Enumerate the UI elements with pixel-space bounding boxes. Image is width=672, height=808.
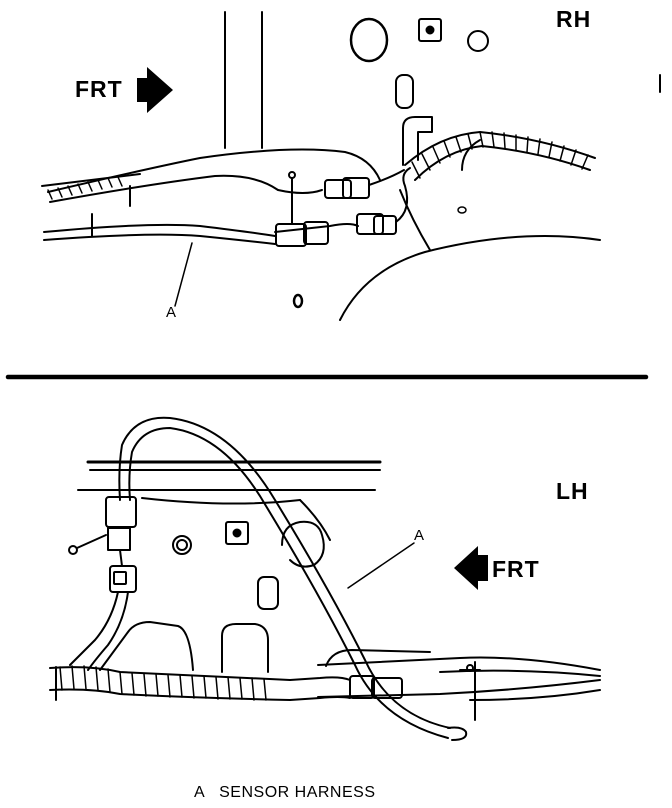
- connector: [356, 213, 384, 235]
- caption: A SENSOR HARNESS: [194, 784, 376, 801]
- connector: [275, 223, 307, 247]
- top-panel-rh: [41, 11, 661, 321]
- connector: [373, 215, 397, 235]
- slot-hole: [395, 74, 414, 109]
- square-hole: [418, 18, 442, 42]
- bottom-callout-label: A: [414, 527, 425, 544]
- top-callout-label: A: [166, 304, 177, 321]
- connector: [342, 177, 370, 199]
- bottom-direction-label: FRT: [492, 556, 540, 582]
- round-hole: [467, 30, 489, 52]
- bottom-panel-lh: [49, 416, 601, 741]
- backward-arrow-icon: [454, 546, 488, 590]
- forward-arrow-icon: [137, 67, 173, 113]
- body-hole: [349, 17, 389, 63]
- connector: [303, 221, 329, 245]
- connector: [324, 179, 352, 199]
- top-side-label: RH: [556, 6, 592, 32]
- bottom-side-label: LH: [556, 478, 589, 504]
- top-direction-label: FRT: [75, 76, 123, 102]
